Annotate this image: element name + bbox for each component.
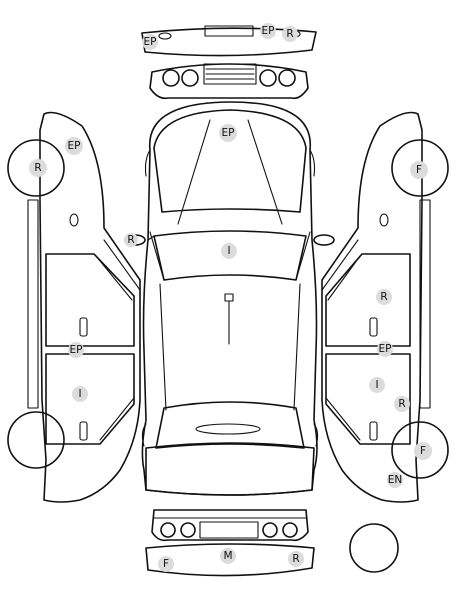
svg-text:I: I xyxy=(375,379,378,391)
marker-right-rear-door-r: R xyxy=(376,289,392,305)
svg-text:I: I xyxy=(227,245,230,257)
svg-text:EP: EP xyxy=(222,127,235,139)
marker-right-front-wheel-f: F xyxy=(414,442,432,460)
svg-text:R: R xyxy=(398,398,405,410)
svg-text:F: F xyxy=(420,445,426,457)
svg-text:EP: EP xyxy=(70,344,83,356)
marker-windshield-i: I xyxy=(221,243,237,259)
svg-text:R: R xyxy=(292,553,299,565)
marker-left-front-door-i: I xyxy=(72,386,88,402)
front-bumper xyxy=(145,543,315,577)
svg-text:F: F xyxy=(163,558,169,570)
marker-left-rear-wheel-r: R xyxy=(29,159,47,177)
svg-text:R: R xyxy=(286,28,293,40)
marker-front-bumper-m: M xyxy=(220,548,236,564)
car-front-end xyxy=(151,509,309,542)
svg-text:EP: EP xyxy=(379,343,392,355)
car-right-side xyxy=(321,111,449,503)
car-left-side xyxy=(7,111,141,503)
svg-text:EP: EP xyxy=(262,25,275,37)
marker-rear-bumper-ep-right: EP xyxy=(260,23,276,39)
marker-right-rear-wheel-f: F xyxy=(410,161,428,179)
svg-text:R: R xyxy=(380,291,387,303)
car-body-top xyxy=(124,101,335,496)
marker-left-mirror-r: R xyxy=(124,233,138,247)
marker-left-rear-panel-ep: EP xyxy=(65,137,83,155)
svg-text:EP: EP xyxy=(68,140,81,152)
svg-text:I: I xyxy=(78,388,81,400)
svg-text:EP: EP xyxy=(144,36,157,48)
svg-text:F: F xyxy=(416,164,422,176)
marker-front-bumper-r: R xyxy=(288,551,304,567)
marker-front-bumper-f: F xyxy=(158,556,174,572)
marker-rear-bumper-ep-left: EP xyxy=(142,34,158,50)
spare-wheel xyxy=(349,523,399,573)
marker-left-sill-ep: EP xyxy=(68,342,84,358)
marker-roof-ep: EP xyxy=(219,124,237,142)
marker-rear-bumper-r: R xyxy=(282,26,298,42)
svg-text:M: M xyxy=(223,550,232,562)
svg-text:EN: EN xyxy=(388,474,403,486)
marker-right-front-door-i: I xyxy=(369,377,385,393)
marker-right-sill-ep: EP xyxy=(377,341,393,357)
car-rear-end xyxy=(149,63,309,100)
marker-right-front-door-r: R xyxy=(394,396,410,412)
svg-text:R: R xyxy=(34,162,41,174)
svg-text:R: R xyxy=(127,234,134,246)
marker-right-front-en: EN xyxy=(387,472,403,488)
